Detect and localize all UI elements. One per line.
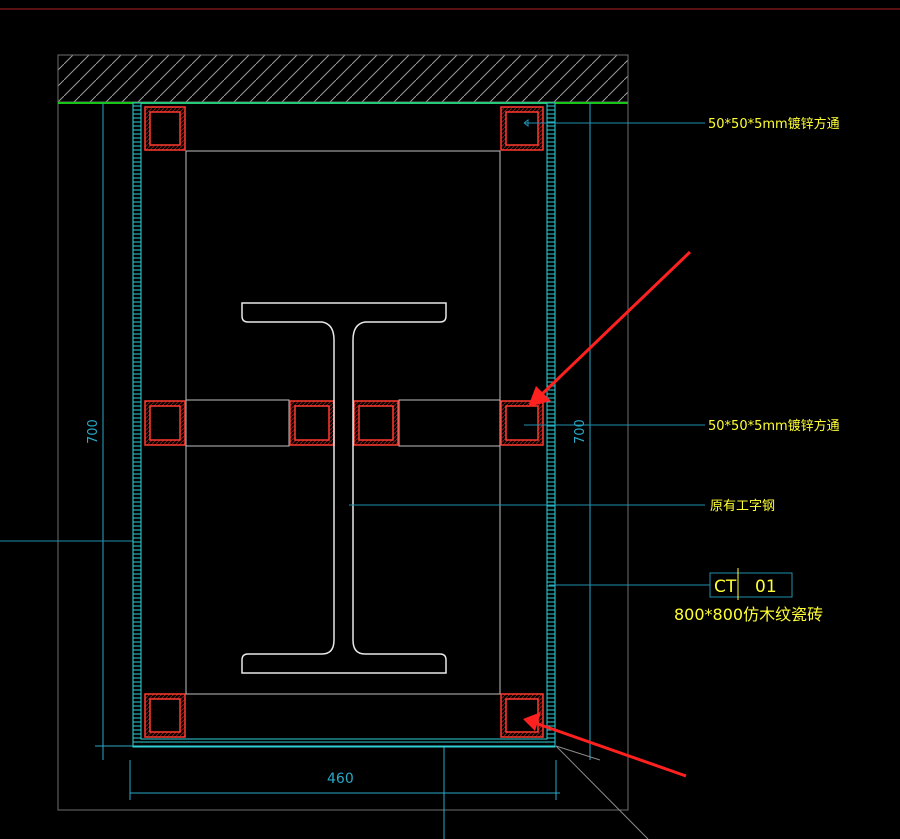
tube-mid-right	[500, 400, 544, 446]
red-arrow-lower	[523, 712, 687, 778]
tube-mid-center-right	[353, 400, 399, 446]
tube-mid-left	[144, 400, 186, 446]
label-beam: 原有工字钢	[710, 499, 775, 514]
tag-box	[709, 572, 793, 598]
dim-width: 460	[327, 771, 354, 787]
tube-mid-center-left	[289, 400, 335, 446]
red-arrow-upper	[528, 250, 692, 407]
label-tile: 800*800仿木纹瓷砖	[674, 605, 823, 624]
label-tube-mid: 50*50*5mm镀锌方通	[708, 418, 840, 434]
label-tube-top: 50*50*5mm镀锌方通	[708, 116, 840, 132]
tube-top-right	[500, 106, 544, 151]
tile-cladding	[132, 102, 556, 748]
tag-code-right: 01	[755, 577, 777, 597]
leader-lines	[349, 119, 710, 586]
inner-frame-lines	[185, 150, 501, 695]
diag-line	[555, 745, 649, 839]
corner-line	[555, 745, 601, 761]
dim-height-right: 700	[573, 419, 588, 444]
concrete-slab	[57, 54, 629, 103]
square-tubes	[144, 106, 544, 738]
dim-height-left: 700	[86, 419, 101, 444]
tube-bottom-left	[144, 693, 186, 738]
i-beam	[241, 302, 447, 674]
tag-code-left: CT	[714, 577, 737, 597]
tube-top-left	[144, 106, 186, 151]
